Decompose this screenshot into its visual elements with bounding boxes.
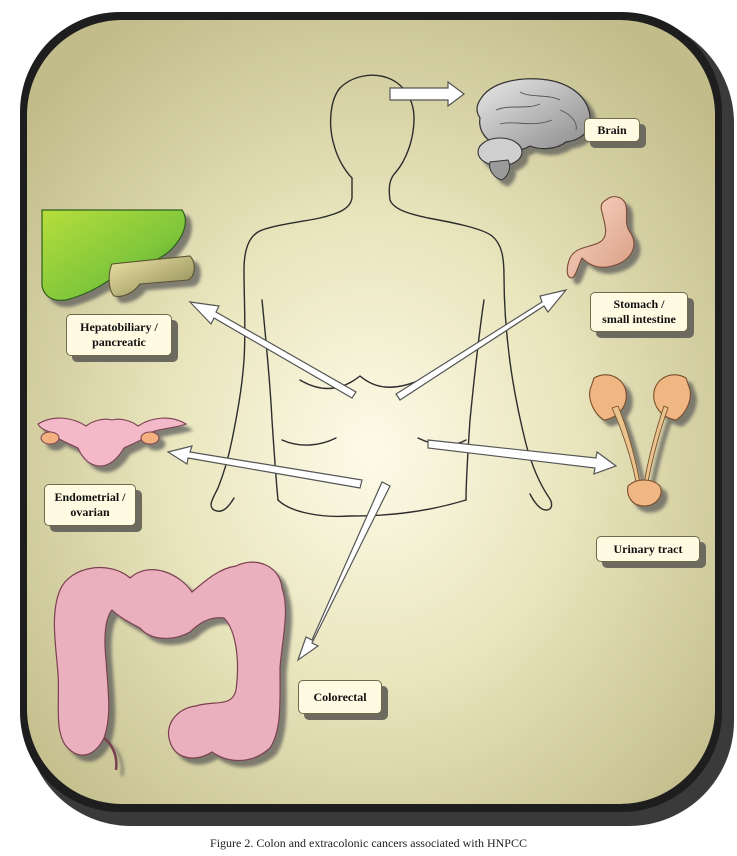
label-urinary-text: Urinary tract xyxy=(614,542,683,557)
label-endometrial: Endometrial / ovarian xyxy=(44,484,136,526)
label-hepatobiliary: Hepatobiliary / pancreatic xyxy=(66,314,172,356)
label-stomach: Stomach / small intestine xyxy=(590,292,688,332)
label-colorectal-text: Colorectal xyxy=(313,690,366,705)
label-brain: Brain xyxy=(584,118,640,142)
label-stomach-line2: small intestine xyxy=(602,312,676,327)
label-stomach-line1: Stomach / xyxy=(614,297,665,312)
label-brain-text: Brain xyxy=(597,123,626,138)
figure-caption: Figure 2. Colon and extracolonic cancers… xyxy=(0,836,737,851)
label-colorectal: Colorectal xyxy=(298,680,382,714)
label-endometrial-line1: Endometrial / xyxy=(55,490,126,505)
label-endometrial-line2: ovarian xyxy=(70,505,109,520)
label-hepato-line1: Hepatobiliary / xyxy=(80,320,158,335)
label-hepato-line2: pancreatic xyxy=(92,335,146,350)
label-urinary: Urinary tract xyxy=(596,536,700,562)
